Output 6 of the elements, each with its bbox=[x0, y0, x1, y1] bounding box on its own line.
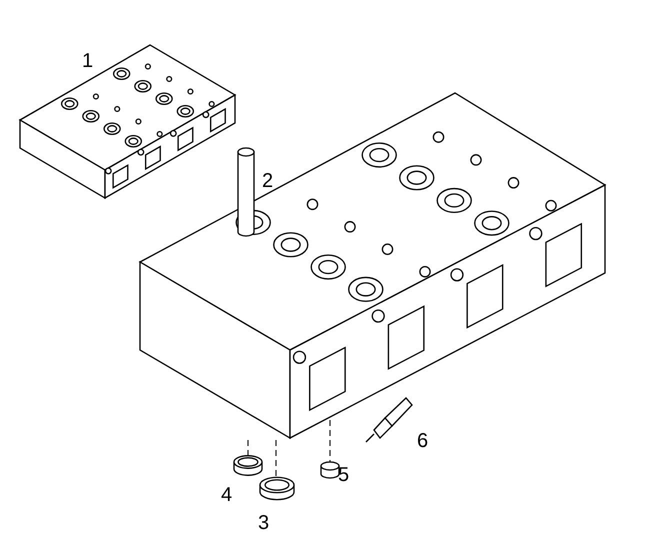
callout-number: 1 bbox=[82, 50, 94, 72]
callout-number: 5 bbox=[338, 464, 350, 486]
callout-number: 6 bbox=[417, 430, 428, 452]
callout-number: 2 bbox=[262, 170, 274, 192]
callout-number: 4 bbox=[221, 484, 232, 506]
callout-number: 3 bbox=[258, 512, 270, 534]
